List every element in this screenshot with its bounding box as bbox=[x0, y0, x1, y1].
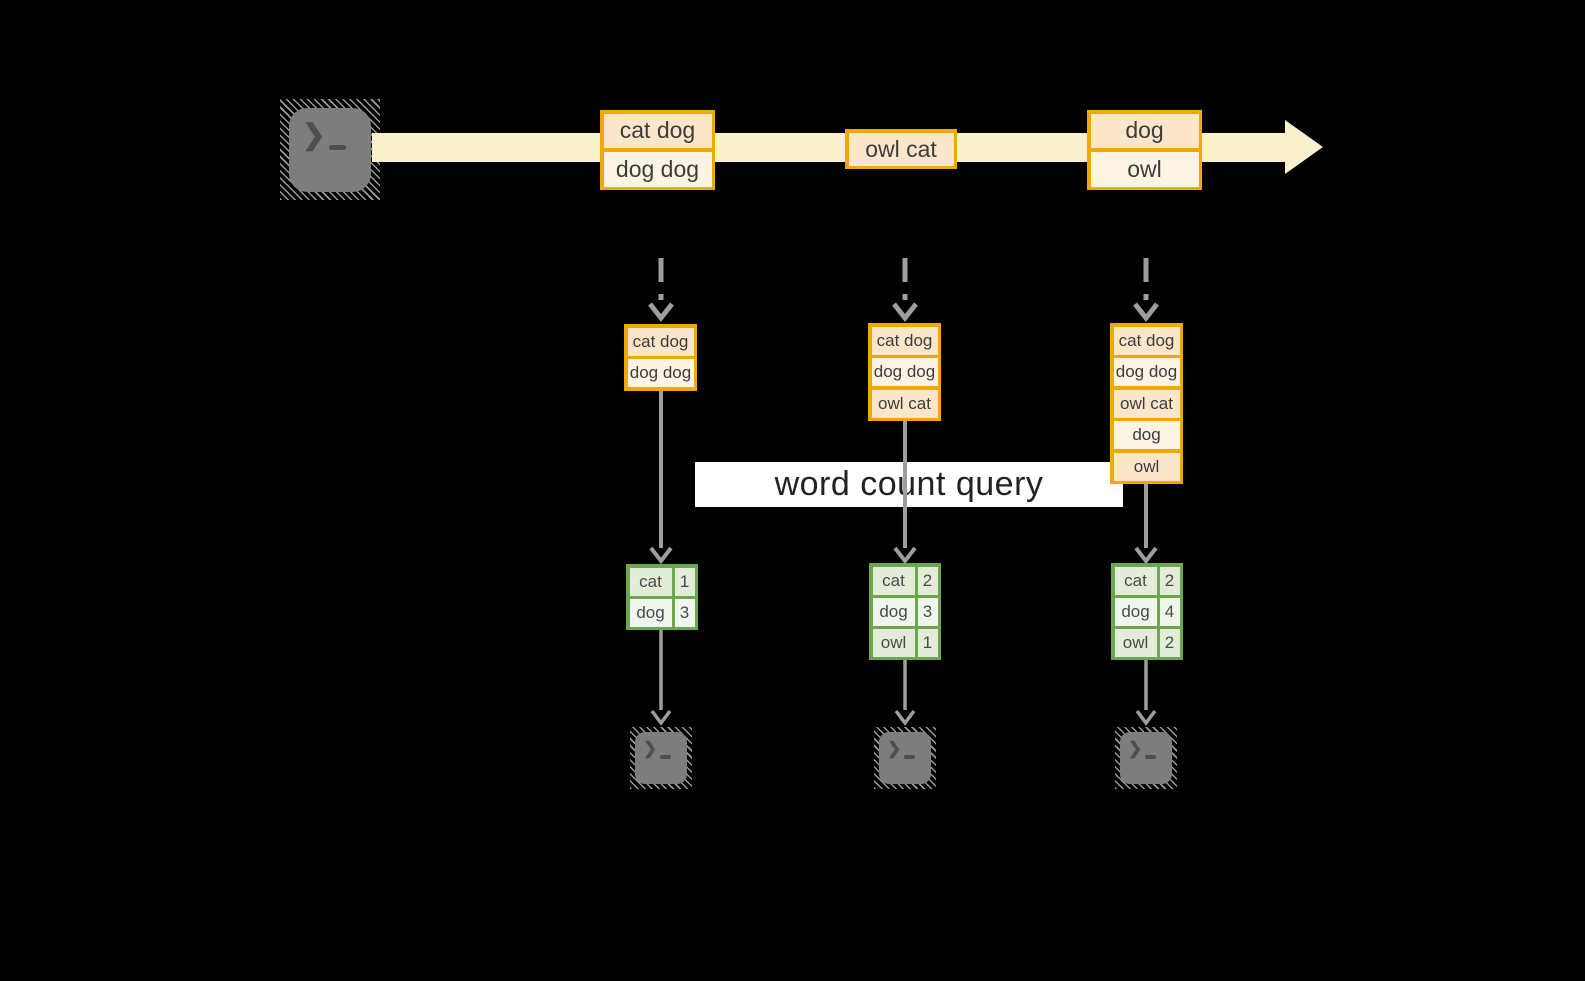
state-stack-2: cat dog dog dog owl cat bbox=[868, 323, 941, 421]
state-record: cat dog bbox=[627, 327, 694, 356]
result-word-cell: cat bbox=[1114, 566, 1157, 595]
result-word-cell: dog bbox=[872, 597, 915, 626]
state-stack-1: cat dog dog dog bbox=[624, 324, 697, 391]
stream-batch-1: cat dog dog dog bbox=[600, 110, 715, 190]
stream-arrowhead-icon bbox=[1285, 120, 1323, 174]
dashed-arrow-1 bbox=[648, 258, 674, 323]
stream-record: cat dog bbox=[603, 113, 712, 149]
sink-terminal-icon-3: ❯ bbox=[1115, 727, 1177, 789]
prompt-cursor-icon bbox=[660, 755, 671, 759]
result-word-cell: cat bbox=[629, 567, 672, 596]
result-table-3: cat 2 dog 4 owl 2 bbox=[1111, 563, 1183, 660]
result-word-cell: cat bbox=[872, 566, 915, 595]
stream-record: owl cat bbox=[848, 132, 954, 166]
result-count-cell: 2 bbox=[1159, 566, 1180, 595]
prompt-chevron-icon: ❯ bbox=[302, 119, 326, 150]
query-arrow-2 bbox=[893, 418, 917, 565]
sink-terminal-icon-2: ❯ bbox=[874, 727, 936, 789]
result-count-cell: 1 bbox=[674, 567, 695, 596]
result-word-cell: owl bbox=[872, 628, 915, 657]
result-word-cell: dog bbox=[1114, 597, 1157, 626]
result-word-cell: owl bbox=[1114, 628, 1157, 657]
stream-record: dog dog bbox=[603, 151, 712, 187]
prompt-chevron-icon: ❯ bbox=[887, 739, 902, 758]
result-table-1: cat 1 dog 3 bbox=[626, 564, 698, 630]
state-record: dog dog bbox=[871, 358, 938, 386]
result-table-2: cat 2 dog 3 owl 1 bbox=[869, 563, 941, 660]
result-count-cell: 2 bbox=[917, 566, 938, 595]
result-count-cell: 3 bbox=[674, 598, 695, 627]
stream-record: owl bbox=[1090, 151, 1199, 187]
sink-terminal-icon-1: ❯ bbox=[630, 727, 692, 789]
stream-batch-3: dog owl bbox=[1087, 110, 1202, 190]
terminal-screen: ❯ bbox=[289, 108, 371, 192]
terminal-screen: ❯ bbox=[635, 732, 687, 784]
dashed-arrow-2 bbox=[892, 258, 918, 323]
state-record: dog dog bbox=[627, 359, 694, 387]
state-stack-3: cat dog dog dog owl cat dog owl bbox=[1110, 323, 1183, 484]
terminal-screen: ❯ bbox=[1120, 732, 1172, 784]
prompt-cursor-icon bbox=[329, 145, 346, 150]
terminal-screen: ❯ bbox=[879, 732, 931, 784]
state-record: owl bbox=[1113, 452, 1180, 481]
prompt-cursor-icon bbox=[1145, 755, 1156, 759]
result-count-cell: 1 bbox=[917, 628, 938, 657]
stream-record: dog bbox=[1090, 113, 1199, 149]
output-arrow-3 bbox=[1135, 659, 1157, 726]
source-terminal-icon: ❯ bbox=[280, 99, 380, 200]
state-record: owl cat bbox=[871, 389, 938, 418]
query-label: word count query bbox=[774, 465, 1044, 503]
dashed-arrow-3 bbox=[1133, 258, 1159, 323]
prompt-chevron-icon: ❯ bbox=[1128, 739, 1143, 758]
query-arrow-3 bbox=[1134, 480, 1158, 565]
prompt-cursor-icon bbox=[904, 755, 915, 759]
query-banner: word count query bbox=[695, 462, 1123, 507]
query-arrow-1 bbox=[649, 388, 673, 565]
output-arrow-1 bbox=[650, 629, 672, 726]
state-record: dog bbox=[1113, 421, 1180, 449]
result-count-cell: 3 bbox=[917, 597, 938, 626]
state-record: owl cat bbox=[1113, 389, 1180, 418]
state-record: cat dog bbox=[871, 326, 938, 355]
result-word-cell: dog bbox=[629, 598, 672, 627]
prompt-chevron-icon: ❯ bbox=[643, 739, 658, 758]
state-record: dog dog bbox=[1113, 358, 1180, 386]
result-count-cell: 4 bbox=[1159, 597, 1180, 626]
output-arrow-2 bbox=[894, 659, 916, 726]
result-count-cell: 2 bbox=[1159, 628, 1180, 657]
stream-batch-2: owl cat bbox=[845, 129, 957, 169]
state-record: cat dog bbox=[1113, 326, 1180, 355]
